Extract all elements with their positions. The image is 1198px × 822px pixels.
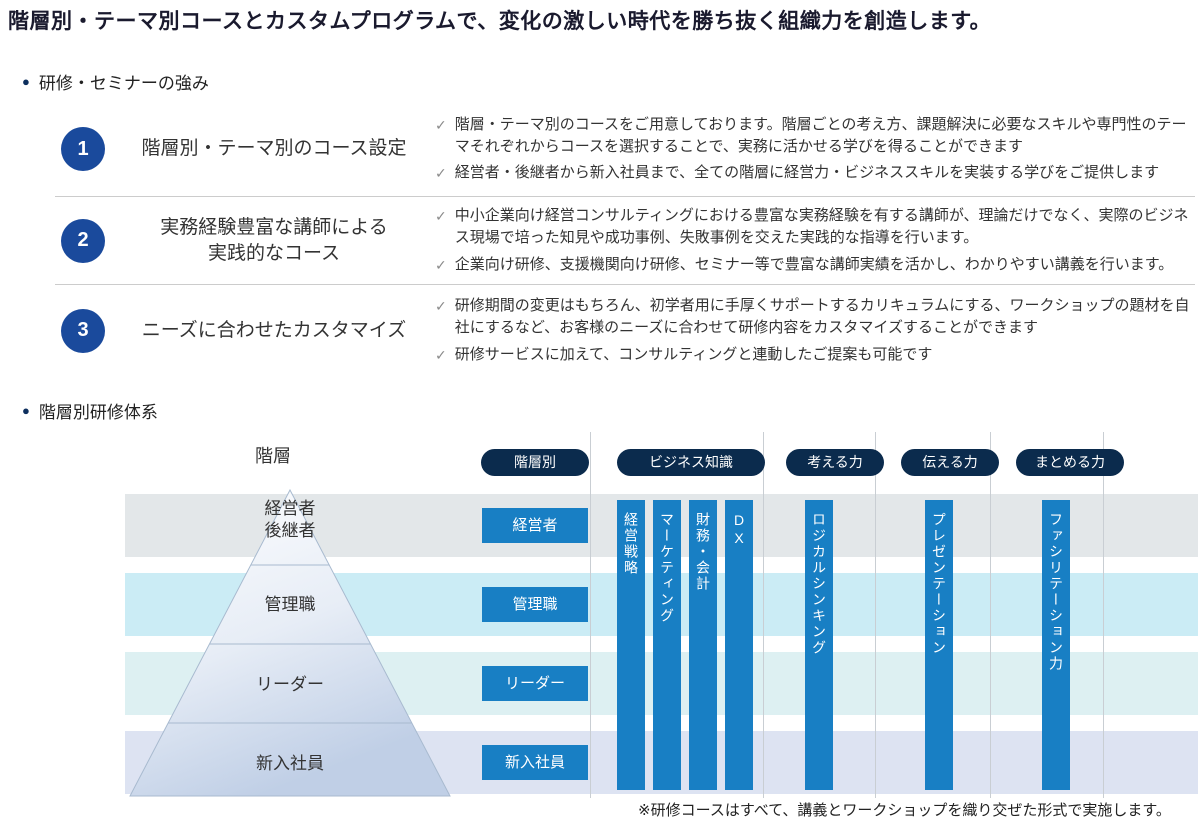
strengths-section-title-text: 研修・セミナーの強み [38, 74, 209, 93]
check-icon: ✓ [435, 116, 447, 133]
strength-1-points: ✓ 階層・テーマ別のコースをご用意しております。階層ごとの考え方、課題解決に必要… [435, 109, 1195, 189]
course-bar-label: 財務・会計 [695, 512, 711, 592]
course-bar-label: ロジカルシンキング [811, 512, 827, 656]
strength-row-3: 3 ニーズに合わせたカスタマイズ ✓ 研修期間の変更はもちろん、初学者用に手厚く… [55, 284, 1195, 376]
diagram-footnote: ※研修コースはすべて、講義とワークショップを織り交ぜた形式で実施します。 [638, 802, 1171, 819]
strength-2-point-1: ✓ 中小企業向け経営コンサルティングにおける豊富な実務経験を有する講師が、理論だ… [435, 205, 1195, 249]
column-divider [763, 432, 764, 798]
check-icon: ✓ [435, 165, 447, 182]
course-bar-marketing: マーケティング [653, 500, 681, 790]
course-bar-logical-thinking: ロジカルシンキング [805, 500, 833, 790]
strength-1-point-1: ✓ 階層・テーマ別のコースをご用意しております。階層ごとの考え方、課題解決に必要… [435, 114, 1195, 158]
course-bar-facilitation: ファシリテーション力 [1042, 500, 1070, 790]
column-divider [875, 432, 876, 798]
course-bar-finance-accounting: 財務・会計 [689, 500, 717, 790]
strength-3-points: ✓ 研修期間の変更はもちろん、初学者用に手厚くサポートするカリキュラムにする、ワ… [435, 290, 1195, 370]
section-bullet-icon: ● [22, 74, 30, 89]
strength-3-point-2: ✓ 研修サービスに加えて、コンサルティングと連動したご提案も可能です [435, 344, 1195, 366]
strength-3-point-1-text: 研修期間の変更はもちろん、初学者用に手厚くサポートするカリキュラムにする、ワーク… [454, 297, 1190, 337]
pyramid-label-leader: リーダー [256, 675, 324, 694]
course-bar-label: プレゼンテーション [931, 512, 947, 656]
page-headline: 階層別・テーマ別コースとカスタムプログラムで、変化の激しい時代を勝ち抜く組織力を… [8, 10, 992, 33]
pyramid-label-executive: 経営者 後継者 [264, 499, 316, 541]
strength-2-title: 実務経験豊富な講師による 実践的なコース [160, 216, 388, 264]
strength-row-1: 1 階層別・テーマ別のコース設定 ✓ 階層・テーマ別のコースをご用意しております… [55, 102, 1195, 196]
strength-2-points: ✓ 中小企業向け経営コンサルティングにおける豊富な実務経験を有する講師が、理論だ… [435, 200, 1195, 280]
check-icon: ✓ [435, 346, 447, 363]
strength-2-point-2-text: 企業向け研修、支援機関向け研修、セミナー等で豊富な講師実績を活かし、わかりやすい… [454, 255, 1174, 273]
strength-1-number-badge: 1 [61, 127, 105, 171]
course-bar-presentation: プレゼンテーション [925, 500, 953, 790]
category-pill-hierarchy: 階層別 [481, 449, 589, 476]
strength-3-number-badge: 3 [61, 308, 105, 353]
category-pill-business-knowledge: ビジネス知識 [617, 449, 765, 476]
course-bar-label: DX [731, 512, 747, 548]
strength-2-number-badge: 2 [61, 218, 105, 263]
strengths-section-title: ● 研修・セミナーの強み [22, 69, 209, 94]
strengths-list: 1 階層別・テーマ別のコース設定 ✓ 階層・テーマ別のコースをご用意しております… [55, 102, 1195, 376]
course-bar-management-strategy: 経営戦略 [617, 500, 645, 790]
course-bar-dx: DX [725, 500, 753, 790]
column-divider [990, 432, 991, 798]
course-bar-label: ファシリテーション力 [1048, 512, 1064, 672]
column-divider [1103, 432, 1104, 798]
strength-1-title: 階層別・テーマ別のコース設定 [141, 138, 407, 160]
hierarchy-section-title-text: 階層別研修体系 [38, 403, 158, 422]
level-box-manager: 管理職 [482, 587, 588, 622]
category-pill-summarizing: まとめる力 [1016, 449, 1124, 476]
pyramid-svg [129, 488, 451, 797]
strength-row-2: 2 実務経験豊富な講師による 実践的なコース ✓ 中小企業向け経営コンサルティン… [55, 196, 1195, 284]
check-icon: ✓ [435, 256, 447, 273]
category-pill-communicating: 伝える力 [901, 449, 999, 476]
course-bar-label: マーケティング [659, 512, 675, 624]
level-box-newhire: 新入社員 [482, 745, 588, 780]
strength-3-title: ニーズに合わせたカスタマイズ [141, 319, 407, 341]
strength-2-point-2: ✓ 企業向け研修、支援機関向け研修、セミナー等で豊富な講師実績を活かし、わかりや… [435, 254, 1195, 276]
hierarchy-axis-label: 階層 [255, 446, 291, 466]
category-pill-thinking: 考える力 [786, 449, 884, 476]
pyramid-label-newhire: 新入社員 [256, 754, 324, 773]
hierarchy-section-title: ● 階層別研修体系 [22, 398, 158, 423]
column-divider [590, 432, 591, 798]
check-icon: ✓ [435, 208, 447, 225]
strength-3-point-2-text: 研修サービスに加えて、コンサルティングと連動したご提案も可能です [454, 345, 933, 363]
level-box-executive: 経営者 [482, 508, 588, 543]
strength-3-point-1: ✓ 研修期間の変更はもちろん、初学者用に手厚くサポートするカリキュラムにする、ワ… [435, 295, 1195, 339]
section-bullet-icon: ● [22, 403, 30, 418]
strength-1-point-2: ✓ 経営者・後継者から新入社員まで、全ての階層に経営力・ビジネススキルを実装する… [435, 162, 1195, 184]
strength-1-point-2-text: 経営者・後継者から新入社員まで、全ての階層に経営力・ビジネススキルを実装する学び… [454, 164, 1160, 182]
strength-1-point-1-text: 階層・テーマ別のコースをご用意しております。階層ごとの考え方、課題解決に必要なス… [454, 115, 1187, 155]
level-box-leader: リーダー [482, 666, 588, 701]
check-icon: ✓ [435, 298, 447, 315]
pyramid-label-manager: 管理職 [264, 595, 316, 614]
strength-2-point-1-text: 中小企業向け経営コンサルティングにおける豊富な実務経験を有する講師が、理論だけで… [454, 207, 1189, 247]
course-bar-label: 経営戦略 [623, 512, 639, 576]
pyramid-graphic [118, 487, 462, 799]
